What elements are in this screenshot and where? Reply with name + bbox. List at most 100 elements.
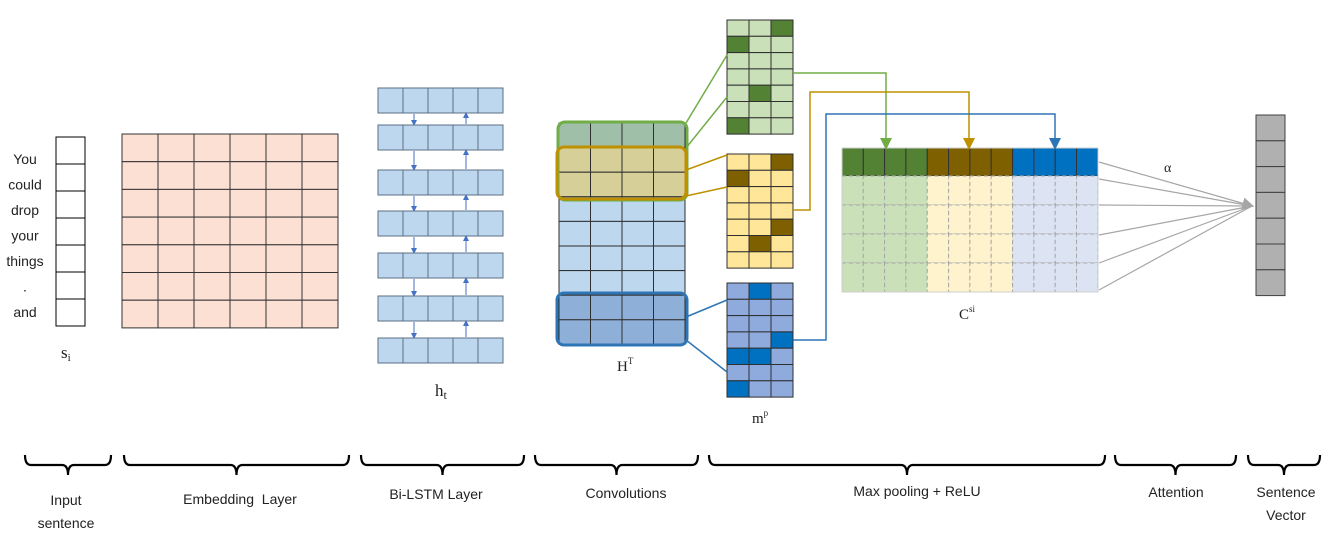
feature-map-2-cell bbox=[748, 331, 772, 349]
feature-map-1-cell bbox=[770, 202, 794, 220]
conv-cell bbox=[558, 147, 591, 173]
feature-map-2-cell bbox=[726, 364, 750, 382]
input-vector bbox=[55, 136, 86, 327]
feature-map-2-cell bbox=[770, 347, 794, 366]
lstm-cell-cell bbox=[452, 295, 479, 322]
stage-label-attention: Attention bbox=[1148, 484, 1203, 500]
lstm-cell-cell bbox=[427, 87, 454, 114]
lstm-cell-cell bbox=[377, 295, 404, 322]
embedding-cell bbox=[229, 299, 267, 329]
stage-label-embedding: Embedding Layer bbox=[183, 491, 297, 507]
conv-cell bbox=[621, 270, 654, 296]
embedding-cell bbox=[301, 272, 339, 301]
embedding-cell bbox=[265, 188, 303, 218]
pooled-header-cell bbox=[990, 147, 1014, 177]
attention-symbol: α bbox=[1164, 161, 1172, 176]
conv-filter-gold bbox=[555, 145, 688, 201]
pooled-body-cell bbox=[948, 204, 971, 235]
attention-line bbox=[1098, 205, 1253, 236]
pooled-header-cell bbox=[969, 147, 992, 177]
feature-map-0-cell bbox=[770, 19, 794, 37]
stage-brace bbox=[359, 454, 526, 476]
conv-cell bbox=[621, 319, 654, 345]
input-word: things bbox=[6, 253, 43, 269]
pooled-body-cell bbox=[926, 233, 950, 264]
feature-map-1-cell bbox=[726, 186, 750, 204]
pooled-body-cell bbox=[841, 233, 864, 264]
conv-cell bbox=[558, 294, 591, 321]
concat-symbol: Csi bbox=[959, 304, 976, 323]
lstm-cell-cell bbox=[477, 87, 504, 114]
feature-map-1-cell bbox=[770, 186, 794, 204]
pooled-header-cell bbox=[841, 147, 864, 177]
embedding-cell bbox=[301, 299, 339, 329]
lstm-cell-cell bbox=[402, 252, 429, 279]
embedding-cell bbox=[229, 244, 267, 274]
pooled-body-cell bbox=[884, 233, 907, 264]
feature-map-2-cell bbox=[748, 347, 772, 366]
stage-brace bbox=[707, 454, 1107, 476]
feature-maps bbox=[726, 19, 794, 398]
pooled-body-cell bbox=[884, 175, 907, 206]
feature-map-2-cell bbox=[726, 331, 750, 349]
feature-map-2-cell bbox=[770, 380, 794, 398]
feature-map-0-cell bbox=[748, 68, 772, 86]
conv-cell bbox=[558, 122, 591, 149]
lstm-cell-cell bbox=[377, 337, 404, 364]
pooled-body-cell bbox=[862, 175, 886, 206]
conv-cell bbox=[590, 319, 623, 345]
feature-map-1-cell bbox=[748, 153, 772, 171]
lstm-cell-cell bbox=[377, 169, 404, 196]
pooled-body-cell bbox=[1012, 262, 1035, 293]
conv-cell bbox=[558, 245, 591, 272]
stage-label-sentence-1: Sentence bbox=[1256, 484, 1315, 500]
input-vector-cell bbox=[55, 217, 86, 246]
embedding-cell bbox=[157, 133, 195, 163]
lstm-cell-cell bbox=[377, 124, 404, 151]
conv-matrix bbox=[555, 120, 689, 347]
feature-map-0-cell bbox=[770, 101, 794, 119]
lstm-cell-cell bbox=[377, 252, 404, 279]
input-symbol: si bbox=[61, 343, 71, 364]
feature-map-2-cell bbox=[748, 315, 772, 333]
feature-map-0-cell bbox=[748, 117, 772, 135]
input-word: . bbox=[23, 279, 27, 295]
sentence-vector bbox=[1255, 114, 1286, 297]
pooled-body-cell bbox=[1054, 175, 1077, 206]
embedding-cell bbox=[121, 133, 159, 163]
conv-cell bbox=[621, 147, 654, 173]
lstm-cell-cell bbox=[402, 295, 429, 322]
pooled-body-cell bbox=[862, 204, 886, 235]
pooled-body-cell bbox=[1012, 233, 1035, 264]
lstm-cell-cell bbox=[377, 210, 404, 237]
feature-map-1-cell bbox=[748, 251, 772, 269]
lstm-cell-cell bbox=[477, 252, 504, 279]
embedding-cell bbox=[265, 216, 303, 246]
pooled-body-cell bbox=[862, 233, 886, 264]
input-vector-cell bbox=[55, 136, 86, 165]
lstm-cell-cell bbox=[477, 124, 504, 151]
lstm-cell-cell bbox=[452, 252, 479, 279]
pooled-body-cell bbox=[1012, 204, 1035, 235]
stage-brace bbox=[122, 454, 351, 476]
conv-cell bbox=[653, 171, 686, 198]
pooled-body-cell bbox=[1033, 175, 1056, 206]
feature-map-2-cell bbox=[770, 331, 794, 349]
lstm-cell-cell bbox=[477, 337, 504, 364]
lstm-cell-cell bbox=[452, 87, 479, 114]
lstm-cell-cell bbox=[427, 169, 454, 196]
pooled-body-cell bbox=[990, 233, 1014, 264]
feature-map-2-cell bbox=[770, 298, 794, 317]
conv-connectors bbox=[685, 54, 728, 373]
conv-cell bbox=[558, 220, 591, 247]
lstm-cell-cell bbox=[427, 252, 454, 279]
pooled-header-cell bbox=[884, 147, 907, 177]
feature-map-1-cell bbox=[770, 169, 794, 188]
attention-line bbox=[1098, 205, 1253, 291]
embedding-cell bbox=[121, 272, 159, 301]
pooled-body-cell bbox=[841, 175, 864, 206]
embedding-cell bbox=[301, 244, 339, 274]
feature-map-0-cell bbox=[770, 117, 794, 135]
embedding-cell bbox=[301, 188, 339, 218]
